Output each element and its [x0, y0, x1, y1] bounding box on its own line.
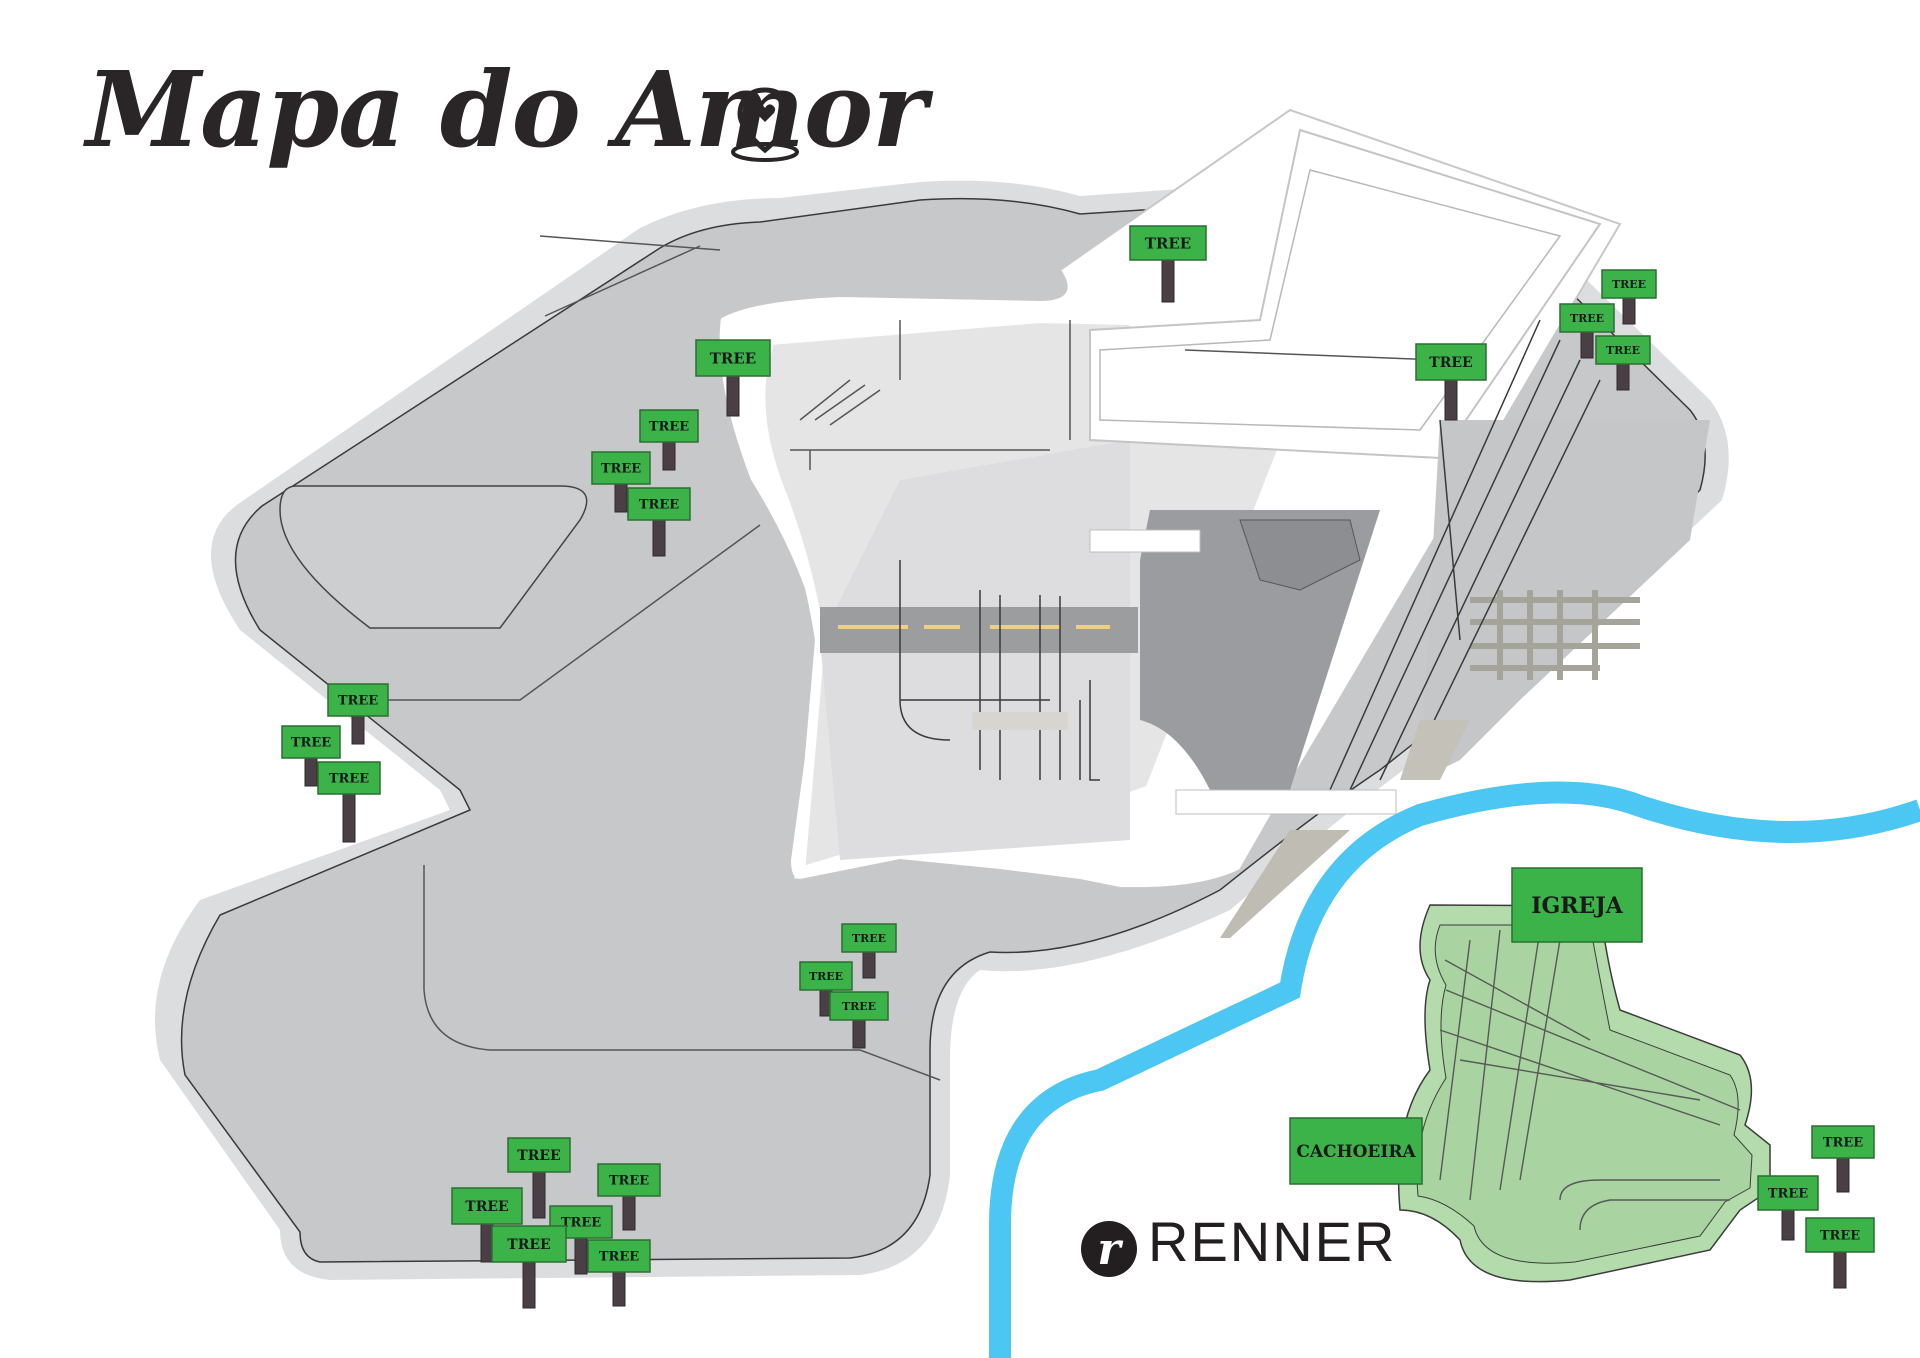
- tree-marker-label: TREE: [842, 1000, 876, 1013]
- tree-marker-label: TREE: [639, 498, 679, 513]
- tree-marker-label: TREE: [1145, 234, 1192, 252]
- tree-marker: TREE: [1129, 225, 1207, 303]
- main-avenue: [820, 607, 1138, 653]
- east-lot-lines: [1470, 590, 1640, 680]
- tree-marker-label: TREE: [1820, 1229, 1860, 1244]
- tree-marker-label: TREE: [517, 1148, 560, 1164]
- tree-marker-label: TREE: [465, 1199, 508, 1215]
- tree-marker: TREE: [1559, 303, 1615, 359]
- tree-marker-label: TREE: [609, 1174, 649, 1189]
- tree-marker-label: TREE: [1768, 1187, 1808, 1202]
- tree-marker: TREE: [507, 1137, 571, 1219]
- plaza-roads: [899, 560, 1100, 781]
- tree-marker: TREE: [627, 487, 691, 557]
- renner-r-logo-icon: r: [1081, 1221, 1137, 1277]
- river: [989, 781, 1920, 1358]
- location-pin-heart-icon: [731, 87, 799, 162]
- tree-marker: TREE: [1601, 269, 1657, 325]
- brand-name: RENNER: [1148, 1210, 1397, 1273]
- parking-inner: [1239, 519, 1361, 591]
- tree-marker: TREE: [491, 1225, 567, 1309]
- svg-text:r: r: [1097, 1224, 1123, 1275]
- tree-marker-label: TREE: [649, 420, 689, 435]
- tree-marker: TREE: [695, 339, 771, 417]
- tree-marker-label: TREE: [338, 694, 378, 709]
- tree-marker-label: TREE: [599, 1250, 639, 1265]
- tree-marker: TREE: [1415, 343, 1487, 421]
- tree-marker-label: TREE: [561, 1216, 601, 1231]
- tree-marker: TREE: [587, 1239, 651, 1307]
- park-paths: [1439, 929, 1741, 1231]
- igreja-marker: IGREJA: [1511, 867, 1643, 943]
- plaza-bench: [972, 712, 1068, 730]
- tree-marker-label: TREE: [710, 349, 757, 367]
- tree-marker-label: TREE: [809, 970, 843, 983]
- tree-marker-label: TREE: [291, 736, 331, 751]
- tree-marker: TREE: [597, 1163, 661, 1231]
- tree-marker-label: TREE: [601, 462, 641, 477]
- landmark-markers: IGREJA CACHOEIRA: [1289, 867, 1643, 1185]
- tree-markers: TREE TREE TREE TREE TREE TREE TREE TREE TREE TREE…: [281, 225, 1875, 1309]
- tree-marker: TREE: [1757, 1175, 1819, 1241]
- tree-marker: TREE: [1811, 1125, 1875, 1193]
- tree-marker-label: TREE: [1429, 355, 1472, 371]
- tree-marker: TREE: [591, 451, 651, 513]
- tree-marker: TREE: [639, 409, 699, 471]
- tree-marker: TREE: [1595, 335, 1651, 391]
- north-connector: [1089, 529, 1201, 553]
- tree-marker: TREE: [1805, 1217, 1875, 1289]
- south-connector: [1175, 789, 1397, 815]
- north-lot: [279, 485, 588, 629]
- north-lot-lines: [790, 320, 1441, 470]
- tree-marker: TREE: [829, 991, 889, 1049]
- park-inner: [1416, 924, 1753, 1264]
- south-plaza-wedge: [1220, 830, 1350, 938]
- east-small-lot: [1400, 720, 1470, 780]
- tree-marker: TREE: [841, 923, 897, 979]
- cachoeira-marker: CACHOEIRA: [1289, 1117, 1423, 1185]
- tree-marker-label: TREE: [852, 932, 886, 945]
- cachoeira-marker-label: CACHOEIRA: [1296, 1142, 1416, 1162]
- igreja-marker-label: IGREJA: [1531, 893, 1624, 919]
- tree-marker: TREE: [327, 683, 389, 745]
- tree-marker-label: TREE: [1570, 312, 1604, 325]
- tree-marker-label: TREE: [507, 1237, 550, 1253]
- campus-paths: [380, 235, 941, 1081]
- tree-marker-label: TREE: [1823, 1136, 1863, 1151]
- east-roads: [1329, 319, 1601, 791]
- tree-marker: TREE: [451, 1187, 523, 1263]
- tree-marker-label: TREE: [1612, 278, 1646, 291]
- tree-marker-label: TREE: [1606, 344, 1640, 357]
- tree-marker: TREE: [281, 725, 341, 787]
- tree-marker: TREE: [317, 761, 381, 843]
- tree-marker-label: TREE: [329, 772, 369, 787]
- tree-marker: TREE: [799, 961, 853, 1017]
